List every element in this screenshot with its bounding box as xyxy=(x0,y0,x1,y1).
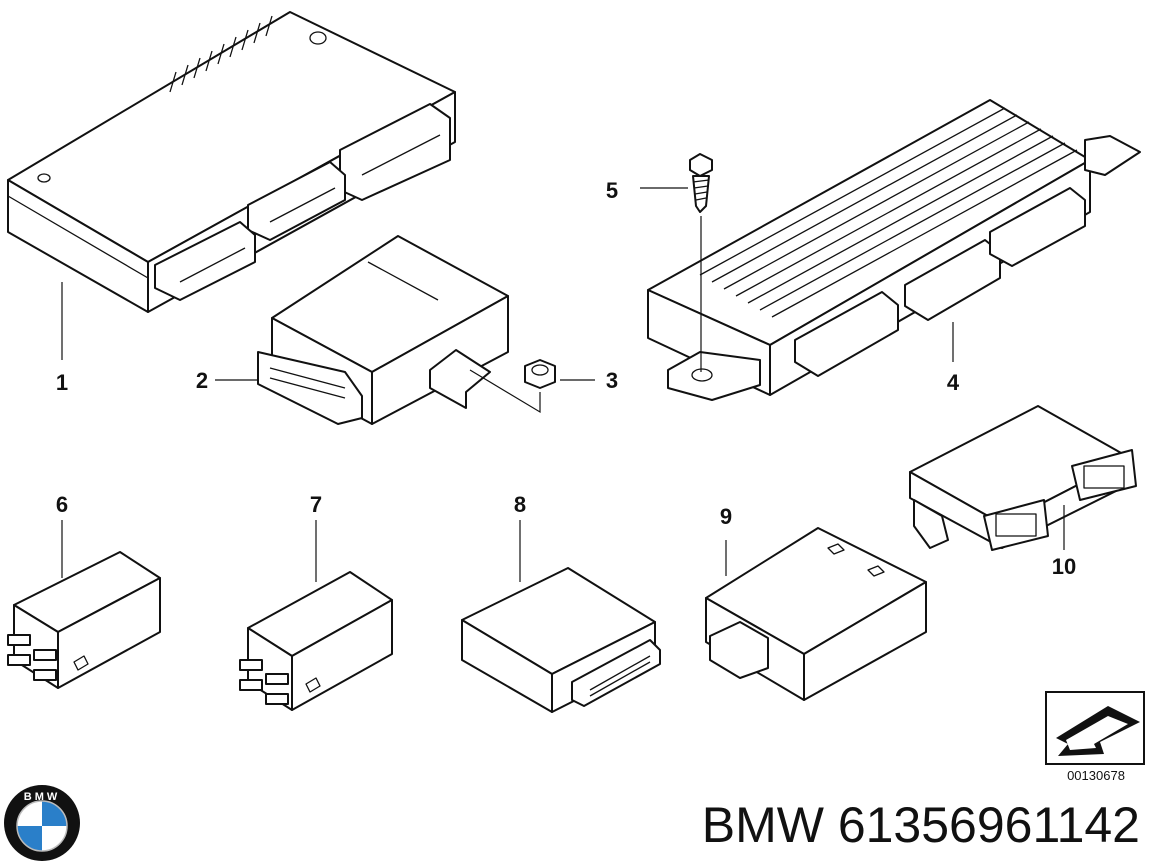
part-2-control-unit[interactable] xyxy=(215,235,509,425)
part-10-module[interactable] xyxy=(909,405,1137,551)
part-4-control-module[interactable] xyxy=(647,99,1141,401)
part-3-nut[interactable] xyxy=(469,359,595,414)
direction-arrow-icon xyxy=(1045,691,1145,765)
callout-3: 3 xyxy=(606,368,618,393)
callout-5: 5 xyxy=(606,178,618,203)
callout-4: 4 xyxy=(947,370,960,395)
callout-10: 10 xyxy=(1052,554,1076,579)
callout-2: 2 xyxy=(196,368,208,393)
callout-8: 8 xyxy=(514,492,526,517)
drawing-code: 00130678 xyxy=(1067,768,1125,783)
callout-1: 1 xyxy=(56,370,68,395)
logo-letters: BMW xyxy=(24,791,61,803)
bmw-logo-icon: BMW xyxy=(4,785,80,861)
callout-9: 9 xyxy=(720,504,732,529)
callout-6: 6 xyxy=(56,492,68,517)
part-6-relay[interactable] xyxy=(7,520,161,689)
part-1-control-module[interactable] xyxy=(7,11,456,360)
part-title: BMW 61356961142 xyxy=(702,797,1140,853)
part-7-relay[interactable] xyxy=(239,520,393,711)
part-5-screw[interactable] xyxy=(640,153,713,372)
callout-7: 7 xyxy=(310,492,322,517)
part-9-module[interactable] xyxy=(705,527,927,701)
part-8-module[interactable] xyxy=(461,520,661,713)
